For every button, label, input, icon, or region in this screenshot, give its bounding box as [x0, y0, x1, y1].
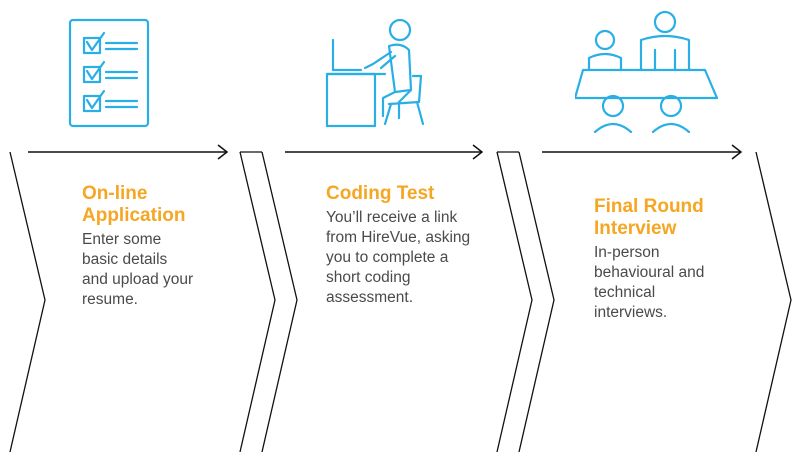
checklist-icon	[68, 18, 150, 128]
step-3-title-line-2: Interview	[594, 218, 677, 239]
step-1-title-line-2: Application	[82, 205, 186, 226]
step-1: On-line Application Enter some basic det…	[82, 183, 232, 310]
step-3-desc-line: behavioural and	[594, 264, 705, 281]
step-3-description: In-person behavioural and technical inte…	[594, 243, 749, 323]
step-2-desc-line: assessment.	[326, 289, 414, 306]
chevron-1-right-edge	[239, 151, 276, 452]
step-2-description: You’ll receive a link from HireVue, aski…	[326, 208, 511, 308]
chevron-1-left-edge	[9, 151, 46, 452]
step-3-title: Final Round Interview	[594, 196, 749, 240]
step-2-desc-line: from HireVue, asking	[326, 229, 471, 246]
step-3-desc-line: technical	[594, 284, 656, 301]
step-2-desc-line: You’ll receive a link	[326, 209, 458, 226]
chevron-3-right-edge	[755, 151, 792, 452]
interview-panel-icon	[575, 10, 719, 133]
step-2-title-line-1: Coding Test	[326, 183, 435, 204]
step-2-title: Coding Test	[326, 183, 511, 205]
step-3-desc-line: In-person	[594, 244, 660, 261]
step-2-desc-line: you to complete a	[326, 249, 449, 266]
step-1-desc-line: basic details	[82, 251, 168, 268]
chevron-2-left-edge	[261, 151, 298, 452]
step-1-desc-line: and upload your	[82, 271, 194, 288]
step-3-desc-line: interviews.	[594, 304, 668, 321]
step-2: Coding Test You’ll receive a link from H…	[326, 183, 511, 308]
person-at-desk-icon	[325, 18, 425, 128]
step-3: Final Round Interview In-person behaviou…	[594, 196, 749, 323]
step-2-desc-line: short coding	[326, 269, 411, 286]
chevron-3-left-edge	[518, 151, 555, 452]
step-1-desc-line: resume.	[82, 291, 138, 308]
step-1-desc-line: Enter some	[82, 231, 162, 248]
step-3-title-line-1: Final Round	[594, 196, 704, 217]
step-1-title-line-1: On-line	[82, 183, 148, 204]
step-1-description: Enter some basic details and upload your…	[82, 230, 232, 310]
chevron-2-right-edge	[496, 151, 533, 452]
step-1-title: On-line Application	[82, 183, 232, 227]
